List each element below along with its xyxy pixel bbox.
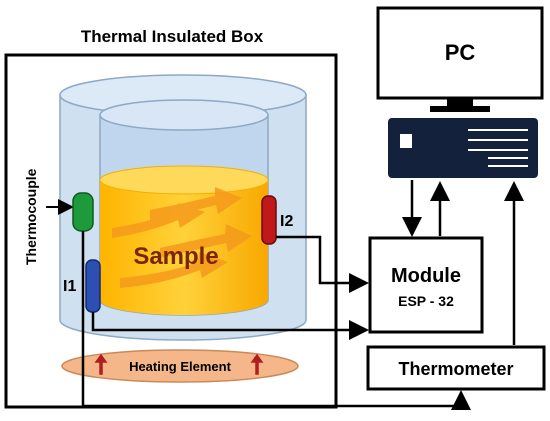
connection-lines (81, 180, 524, 410)
heating-element (61, 349, 299, 383)
heating-element-label: Heating Element (129, 359, 232, 374)
module-box (368, 236, 484, 334)
pc-tower (388, 118, 538, 178)
pc-label: PC (445, 40, 476, 65)
thermocouple-probe (72, 192, 94, 232)
thermocouple-label: Thermocouple (23, 168, 39, 265)
i2-probe (261, 195, 277, 245)
module-label: Module (391, 265, 461, 287)
module-sub-label: ESP - 32 (398, 293, 454, 309)
sample-label: Sample (133, 243, 218, 270)
pc-monitor (376, 6, 544, 112)
thermometer-box (366, 345, 546, 391)
convection-arrows (112, 187, 252, 288)
i2-label: I2 (280, 213, 293, 230)
i1-label: I1 (63, 278, 76, 295)
thermometer-label: Thermometer (398, 359, 513, 379)
box-title: Thermal Insulated Box (81, 27, 264, 46)
i1-probe (85, 259, 101, 313)
